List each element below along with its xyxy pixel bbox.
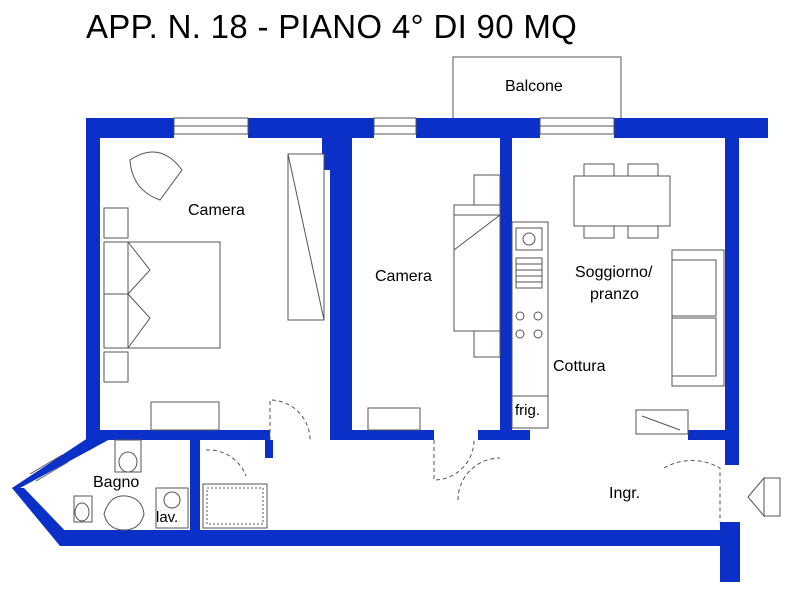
entrance-arrow-icon xyxy=(747,476,781,518)
camera-2-furniture xyxy=(367,174,502,431)
room-label-lav: lav. xyxy=(156,509,179,526)
room-label-pranzo: pranzo xyxy=(590,286,639,303)
balcony-outline xyxy=(452,56,622,122)
plan-title: APP. N. 18 - PIANO 4° DI 90 MQ xyxy=(86,8,578,45)
room-label-ingresso: Ingr. xyxy=(609,485,641,502)
camera-1-furniture xyxy=(103,151,325,431)
bathroom-fixtures xyxy=(73,439,268,531)
doors xyxy=(205,399,721,522)
room-label-soggiorno: Soggiorno/ xyxy=(575,264,653,281)
room-label-camera-2: Camera xyxy=(375,268,432,285)
room-label-bagno: Bagno xyxy=(93,474,140,491)
kitchen xyxy=(511,221,549,429)
room-label-cottura: Cottura xyxy=(553,358,606,375)
windows xyxy=(29,117,615,482)
living-furniture xyxy=(573,163,725,435)
room-label-balcone: Balcone xyxy=(505,78,563,95)
room-label-camera-1: Camera xyxy=(188,202,245,219)
room-label-frig: frig. xyxy=(515,402,541,419)
walls xyxy=(12,118,768,582)
